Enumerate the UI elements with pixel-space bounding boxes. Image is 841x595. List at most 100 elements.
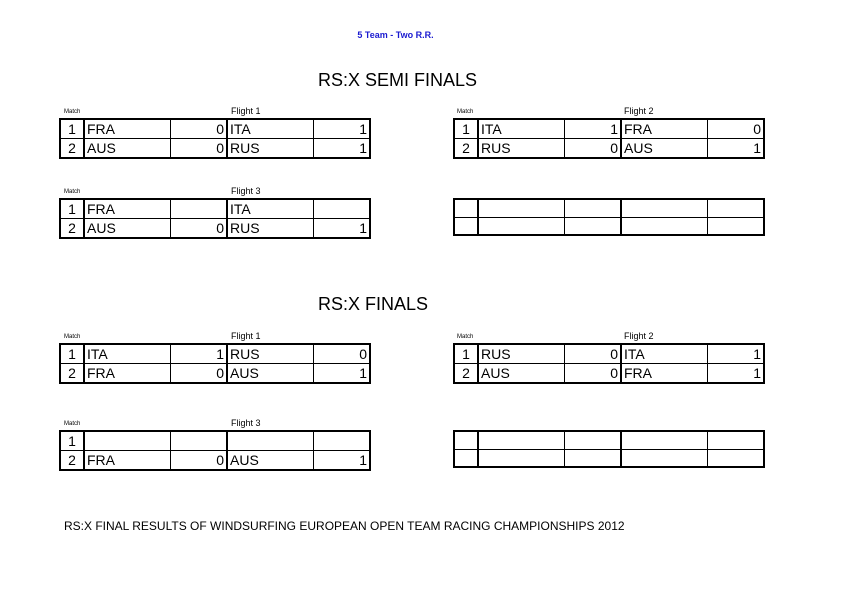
team-cell — [83, 430, 171, 451]
score-cell: 1 — [706, 138, 765, 159]
finals-title: RS:X FINALS — [318, 294, 429, 314]
team-cell: AUS — [620, 138, 708, 159]
flight-label: Flight 2 — [624, 331, 654, 341]
team-cell — [620, 448, 708, 468]
score-cell: 1 — [312, 363, 371, 384]
score-cell: 1 — [312, 450, 371, 471]
team-cell — [477, 216, 565, 236]
match-number: 2 — [59, 138, 85, 159]
score-cell — [563, 216, 622, 236]
team-cell: RUS — [477, 343, 565, 364]
table-row — [453, 216, 765, 236]
match-label: Match — [457, 109, 474, 115]
team-cell — [477, 448, 565, 468]
score-cell: 0 — [563, 138, 622, 159]
semi-empty-table — [453, 198, 765, 236]
team-cell: FRA — [83, 363, 171, 384]
semi-flight-1-table: 1 FRA 0 ITA 1 2 AUS 0 RUS 1 — [59, 118, 371, 159]
match-label: Match — [457, 334, 474, 340]
score-cell: 1 — [169, 343, 228, 364]
score-cell: 1 — [312, 218, 371, 239]
score-cell: 1 — [312, 138, 371, 159]
team-cell: RUS — [477, 138, 565, 159]
table-row: 1 — [59, 430, 371, 451]
match-label: Match — [64, 334, 81, 340]
match-number: 2 — [453, 363, 479, 384]
team-cell: AUS — [83, 138, 171, 159]
table-row: 2 AUS 0 RUS 1 — [59, 138, 371, 159]
match-number — [453, 216, 479, 236]
match-label: Match — [64, 421, 81, 427]
match-number: 2 — [59, 450, 85, 471]
flight-label: Flight 3 — [231, 186, 261, 196]
finals-empty-table — [453, 430, 765, 468]
match-number: 1 — [59, 118, 85, 139]
team-cell: AUS — [83, 218, 171, 239]
score-cell — [169, 198, 228, 219]
team-cell: ITA — [226, 198, 314, 219]
semi-finals-title: RS:X SEMI FINALS — [318, 70, 478, 90]
team-cell: FRA — [620, 363, 708, 384]
footer-caption: RS:X FINAL RESULTS OF WINDSURFING EUROPE… — [64, 519, 625, 533]
match-number: 1 — [59, 343, 85, 364]
finals-flight-2-table: 1 RUS 0 ITA 1 2 AUS 0 FRA 1 — [453, 343, 765, 384]
team-cell — [620, 216, 708, 236]
score-cell: 1 — [706, 363, 765, 384]
team-cell: FRA — [83, 198, 171, 219]
match-number: 1 — [453, 343, 479, 364]
score-cell: 0 — [169, 138, 228, 159]
team-cell — [620, 198, 708, 218]
match-number — [453, 198, 479, 218]
score-cell: 0 — [563, 363, 622, 384]
team-cell: ITA — [226, 118, 314, 139]
score-cell — [563, 430, 622, 450]
team-cell — [226, 430, 314, 451]
score-cell — [706, 430, 765, 450]
team-cell: RUS — [226, 343, 314, 364]
match-number: 1 — [453, 118, 479, 139]
table-row: 1 FRA 0 ITA 1 — [59, 118, 371, 139]
table-row: 2 FRA 0 AUS 1 — [59, 450, 371, 471]
table-row: 2 AUS 0 FRA 1 — [453, 363, 765, 384]
team-cell: FRA — [620, 118, 708, 139]
score-cell: 0 — [169, 118, 228, 139]
team-cell — [477, 430, 565, 450]
match-number: 2 — [59, 218, 85, 239]
team-cell — [620, 430, 708, 450]
table-row: 1 ITA 1 RUS 0 — [59, 343, 371, 364]
team-cell: ITA — [620, 343, 708, 364]
team-cell: AUS — [477, 363, 565, 384]
score-cell: 1 — [312, 118, 371, 139]
match-number — [453, 448, 479, 468]
semi-flight-3-table: 1 FRA ITA 2 AUS 0 RUS 1 — [59, 198, 371, 239]
team-cell: AUS — [226, 450, 314, 471]
table-row — [453, 448, 765, 468]
flight-label: Flight 3 — [231, 418, 261, 428]
match-number: 1 — [59, 430, 85, 451]
finals-flight-3-table: 1 2 FRA 0 AUS 1 — [59, 430, 371, 471]
table-row — [453, 198, 765, 218]
score-cell: 1 — [563, 118, 622, 139]
score-cell: 0 — [169, 363, 228, 384]
match-number — [453, 430, 479, 450]
score-cell: 1 — [706, 343, 765, 364]
table-row: 1 RUS 0 ITA 1 — [453, 343, 765, 364]
table-row: 2 RUS 0 AUS 1 — [453, 138, 765, 159]
match-number: 2 — [59, 363, 85, 384]
team-cell: FRA — [83, 118, 171, 139]
score-cell — [563, 198, 622, 218]
team-cell: RUS — [226, 138, 314, 159]
table-row: 2 FRA 0 AUS 1 — [59, 363, 371, 384]
flight-label: Flight 2 — [624, 106, 654, 116]
table-row: 1 ITA 1 FRA 0 — [453, 118, 765, 139]
score-cell — [169, 430, 228, 451]
semi-flight-2-table: 1 ITA 1 FRA 0 2 RUS 0 AUS 1 — [453, 118, 765, 159]
score-cell: 0 — [706, 118, 765, 139]
table-row: 1 FRA ITA — [59, 198, 371, 219]
score-cell: 0 — [312, 343, 371, 364]
match-number: 2 — [453, 138, 479, 159]
score-cell: 0 — [563, 343, 622, 364]
score-cell — [706, 198, 765, 218]
team-cell: ITA — [477, 118, 565, 139]
score-cell — [563, 448, 622, 468]
